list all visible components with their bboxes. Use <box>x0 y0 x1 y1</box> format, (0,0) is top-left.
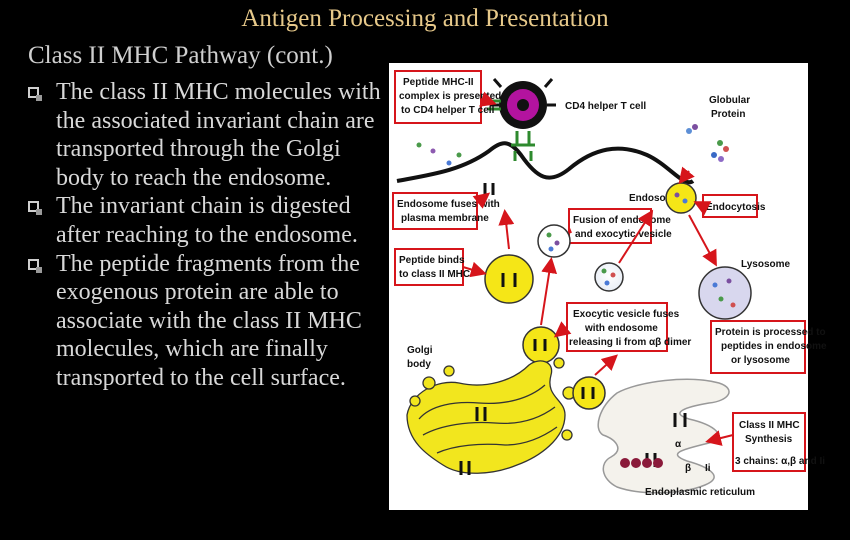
mhc-synthesis-box: Class II MHC Synthesis 3 chains: α,β and… <box>732 412 825 472</box>
svg-text:or lysosome: or lysosome <box>731 355 790 366</box>
svg-text:body: body <box>407 359 431 370</box>
bullet-item: The peptide fragments from the exogenous… <box>28 250 386 393</box>
vesicle-peptide-mhc <box>484 254 534 304</box>
fusion-box: Fusion of endosome and exocytic vesicle <box>568 208 672 244</box>
globular-protein-icon <box>686 124 729 162</box>
bullet-item: The class II MHC molecules with the asso… <box>28 78 386 192</box>
plasma-membrane <box>396 141 695 185</box>
svg-text:Golgi: Golgi <box>407 345 433 356</box>
svg-text:Class II MHC: Class II MHC <box>739 420 800 431</box>
mhc-pathway-diagram: CD4 helper T cell Peptide MHC-II complex… <box>389 63 827 510</box>
cd4-label: CD4 helper T cell <box>565 101 646 112</box>
bullet-list: The class II MHC molecules with the asso… <box>28 78 386 393</box>
svg-text:CD4 helper T cell: CD4 helper T cell <box>565 101 646 112</box>
endoplasmic-reticulum <box>597 378 730 494</box>
svg-text:α: α <box>675 439 682 450</box>
endosome-fuses-box: Endosome fuses with plasma membrane <box>392 192 500 230</box>
peptide-mhc-presented-box: Peptide MHC-II complex is presented to C… <box>394 70 501 124</box>
tcr-mhc-contact <box>511 131 535 161</box>
svg-text:Lysosome: Lysosome <box>741 259 791 270</box>
peptide-binds-box: Peptide binds to class II MHC <box>394 248 470 286</box>
svg-text:Peptide binds: Peptide binds <box>399 255 465 266</box>
svg-text:3 chains: α,β and Ii: 3 chains: α,β and Ii <box>735 456 825 467</box>
svg-text:Globular: Globular <box>709 95 750 106</box>
slide-subtitle: Class II MHC Pathway (cont.) <box>28 42 333 69</box>
bullet-text: The class II MHC molecules with the asso… <box>56 79 381 191</box>
svg-text:β: β <box>685 463 691 474</box>
svg-text:to CD4 helper T cell: to CD4 helper T cell <box>401 105 495 116</box>
checkbox-bullet-icon <box>28 87 42 101</box>
svg-text:Endosome: Endosome <box>629 193 681 204</box>
svg-text:with endosome: with endosome <box>584 323 658 334</box>
checkbox-bullet-icon <box>28 258 42 273</box>
vesicle-mhc <box>522 326 560 364</box>
svg-text:peptides in endosome: peptides in endosome <box>721 341 827 352</box>
endocytosis-box: Endocytosis <box>702 194 766 218</box>
cd4-t-cell <box>490 78 556 129</box>
svg-text:Fusion of endosome: Fusion of endosome <box>573 215 671 226</box>
svg-text:Endoplasmic reticulum: Endoplasmic reticulum <box>645 487 755 498</box>
fusion-vesicle <box>537 224 571 258</box>
svg-text:Synthesis: Synthesis <box>745 434 793 445</box>
svg-text:Peptide MHC-II: Peptide MHC-II <box>403 77 474 88</box>
bullet-item: The invariant chain is digested after re… <box>28 192 386 249</box>
slide-title: Antigen Processing and Presentation <box>241 5 609 32</box>
bullet-text: The invariant chain is digested after re… <box>56 193 358 248</box>
lysosome <box>698 266 752 320</box>
endosome-vesicle <box>665 182 697 214</box>
svg-text:complex is presented: complex is presented <box>399 91 501 102</box>
svg-text:Ii: Ii <box>705 463 711 474</box>
bullet-text: The peptide fragments from the exogenous… <box>56 250 362 391</box>
antigen-particles <box>416 142 462 166</box>
exocytic-vesicle-box: Exocytic vesicle fuses with endosome rel… <box>566 302 691 352</box>
svg-text:Exocytic vesicle fuses: Exocytic vesicle fuses <box>573 309 680 320</box>
svg-text:Protein is processed to: Protein is processed to <box>715 327 826 338</box>
svg-text:to class II MHC: to class II MHC <box>399 269 470 280</box>
protein-processed-box: Protein is processed to peptides in endo… <box>710 320 827 374</box>
svg-text:and exocytic vesicle: and exocytic vesicle <box>575 229 672 240</box>
svg-text:Endosome fuses with: Endosome fuses with <box>397 199 500 210</box>
golgi-body <box>406 357 576 474</box>
checkbox-bullet-icon <box>28 201 42 216</box>
svg-text:releasing Ii from αβ dimer: releasing Ii from αβ dimer <box>569 337 691 348</box>
svg-text:plasma membrane: plasma membrane <box>401 213 489 224</box>
svg-text:Protein: Protein <box>711 109 745 120</box>
svg-text:Endocytosis: Endocytosis <box>706 202 766 213</box>
